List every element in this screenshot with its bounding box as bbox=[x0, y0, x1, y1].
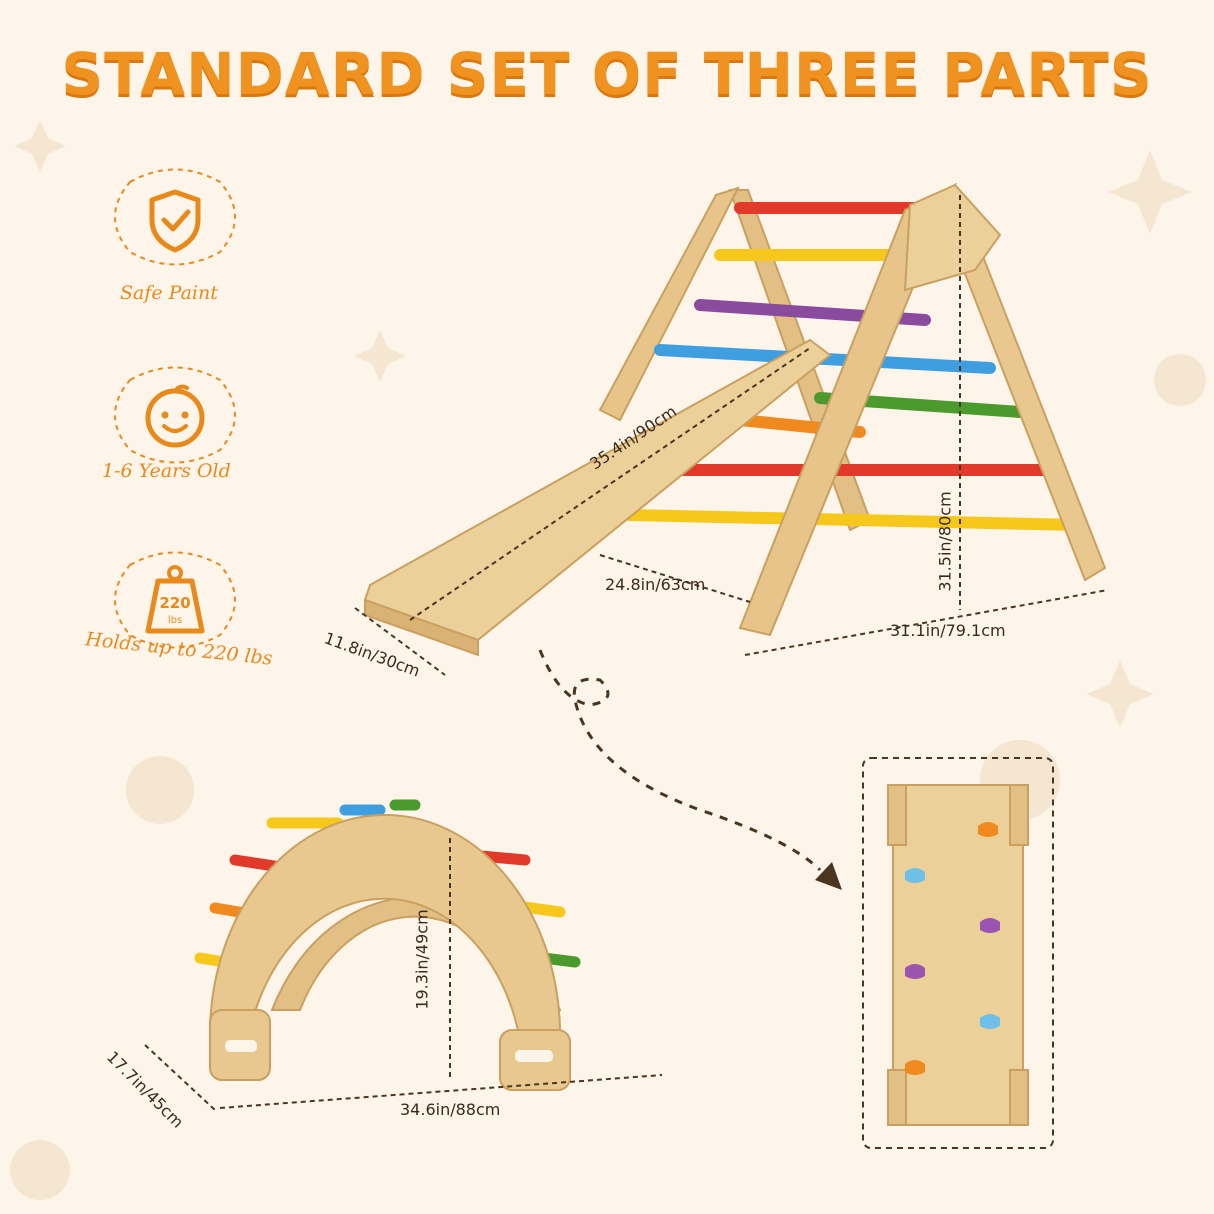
feature-badge-safe-paint: Safe Paint bbox=[100, 162, 250, 304]
weight-icon: 220 lbs bbox=[145, 565, 205, 634]
triangle-base-width-label: 31.1in/79.1cm bbox=[890, 621, 1006, 640]
weight-unit: lbs bbox=[168, 615, 182, 626]
triangle-depth-label: 24.8in/63cm bbox=[605, 575, 706, 594]
badge-frame bbox=[114, 366, 236, 464]
shield-check-icon bbox=[149, 189, 201, 253]
baby-face-icon bbox=[145, 384, 205, 448]
feature-badge-weight: 220 lbs Holds up to 220 lbs bbox=[84, 545, 274, 685]
feature-label: 1-6 Years Old bbox=[102, 460, 231, 482]
weight-number: 220 bbox=[159, 594, 190, 612]
climbing-holds bbox=[905, 822, 1000, 1075]
page-title: STANDARD SET OF THREE PARTS bbox=[61, 40, 1153, 108]
feature-label: Safe Paint bbox=[120, 282, 218, 304]
board-dashed-frame bbox=[862, 757, 1054, 1149]
feature-badge-age: 1-6 Years Old bbox=[100, 360, 250, 500]
badge-frame bbox=[114, 168, 236, 266]
arch-width-label: 34.6in/88cm bbox=[400, 1100, 501, 1119]
badge-frame: 220 lbs bbox=[114, 551, 236, 649]
